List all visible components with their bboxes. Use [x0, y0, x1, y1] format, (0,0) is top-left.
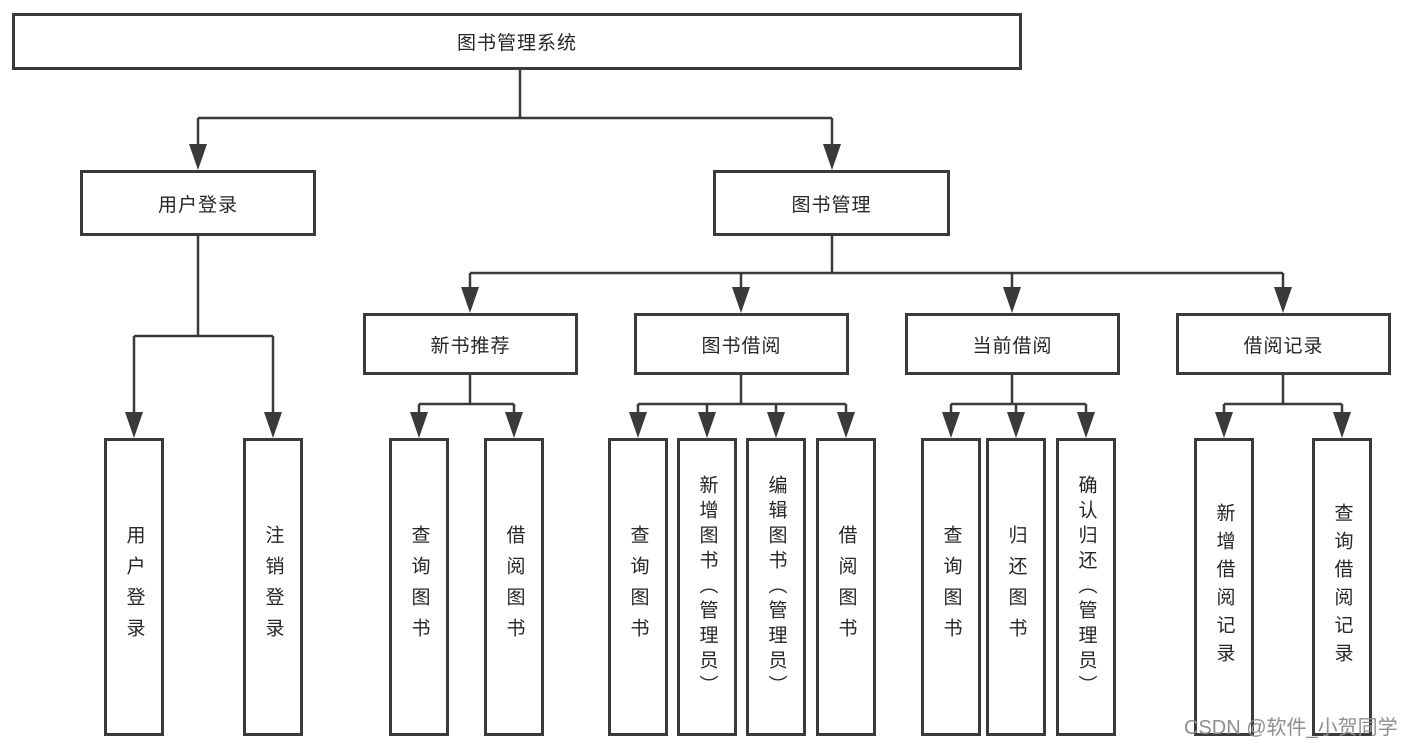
leaf-borrow-books-borrowing-label: 借阅图书 — [835, 525, 857, 649]
node-root-library-system: 图书管理系统 — [12, 13, 1022, 70]
leaf-borrow-books-borrowing: 借阅图书 — [816, 438, 876, 736]
leaf-query-books-recommend-label: 查询图书 — [408, 525, 430, 649]
node-current-borrowing: 当前借阅 — [905, 313, 1120, 375]
node-new-book-recommend-label: 新书推荐 — [430, 335, 511, 357]
leaf-add-book-admin-label: 新增图书（管理员） — [696, 474, 718, 700]
csdn-watermark: CSDN @软件_小贺同学 — [1184, 717, 1398, 739]
node-book-borrowing-label: 图书借阅 — [701, 335, 782, 357]
leaf-user-login-label: 用户登录 — [123, 525, 145, 649]
leaf-borrow-books-recommend-label: 借阅图书 — [503, 525, 525, 649]
leaf-return-book-label: 归还图书 — [1005, 525, 1027, 649]
leaf-confirm-return-admin-label: 确认归还（管理员） — [1075, 474, 1097, 700]
node-new-book-recommend: 新书推荐 — [363, 313, 578, 375]
leaf-query-books-borrowing-label: 查询图书 — [627, 525, 649, 649]
node-borrowing-records: 借阅记录 — [1176, 313, 1391, 375]
node-user-login: 用户登录 — [80, 170, 316, 236]
leaf-logout: 注销登录 — [243, 438, 303, 736]
node-borrowing-records-label: 借阅记录 — [1243, 335, 1324, 357]
leaf-user-login: 用户登录 — [104, 438, 164, 736]
leaf-borrow-books-recommend: 借阅图书 — [484, 438, 544, 736]
leaf-add-borrow-record: 新增借阅记录 — [1194, 438, 1254, 736]
leaf-confirm-return-admin: 确认归还（管理员） — [1056, 438, 1116, 736]
leaf-query-books-current-label: 查询图书 — [940, 525, 962, 649]
leaf-query-books-recommend: 查询图书 — [389, 438, 449, 736]
leaf-return-book: 归还图书 — [986, 438, 1046, 736]
leaf-add-borrow-record-label: 新增借阅记录 — [1213, 503, 1235, 671]
leaf-query-borrow-record: 查询借阅记录 — [1312, 438, 1372, 736]
leaf-edit-book-admin: 编辑图书（管理员） — [746, 438, 806, 736]
arrowheads — [125, 144, 1351, 438]
node-user-login-label: 用户登录 — [157, 194, 238, 216]
node-current-borrowing-label: 当前借阅 — [972, 335, 1053, 357]
node-root-label: 图书管理系统 — [456, 33, 577, 54]
leaf-logout-label: 注销登录 — [262, 525, 284, 649]
leaf-query-books-borrowing: 查询图书 — [608, 438, 668, 736]
leaf-edit-book-admin-label: 编辑图书（管理员） — [765, 474, 787, 700]
node-book-management: 图书管理 — [713, 170, 950, 236]
leaf-query-books-current: 查询图书 — [921, 438, 981, 736]
node-book-borrowing: 图书借阅 — [634, 313, 849, 375]
leaf-add-book-admin: 新增图书（管理员） — [677, 438, 737, 736]
node-book-management-label: 图书管理 — [791, 194, 872, 216]
leaf-query-borrow-record-label: 查询借阅记录 — [1331, 503, 1353, 671]
